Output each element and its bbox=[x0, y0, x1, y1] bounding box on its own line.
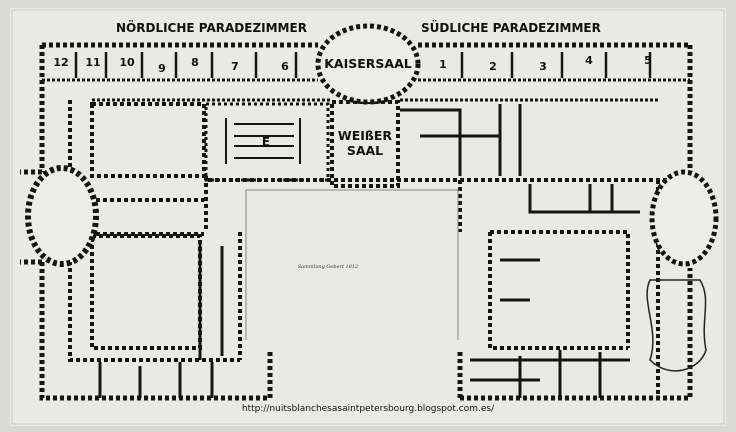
north-room-number: 7 bbox=[231, 60, 239, 73]
kaisersaal-oval bbox=[315, 23, 421, 105]
north-room-number: 8 bbox=[191, 56, 199, 69]
weisser-saal-label-2: SAAL bbox=[347, 143, 383, 158]
heading-south-parade-rooms: SÜDLICHE PARADEZIMMER bbox=[421, 20, 601, 35]
walls bbox=[20, 42, 693, 401]
west-oval-room bbox=[25, 165, 99, 267]
east-oval-room bbox=[649, 169, 719, 267]
south-room-number: 2 bbox=[489, 60, 497, 73]
south-room-number: 3 bbox=[539, 60, 547, 73]
plan-signature: Sammlung Gebert 1812 bbox=[298, 264, 359, 270]
heading-north-parade-rooms: NÖRDLICHE PARADEZIMMER bbox=[116, 20, 307, 35]
north-room-number: 12 bbox=[53, 56, 68, 69]
south-room-number: 4 bbox=[585, 54, 593, 67]
kaisersaal-label: KAISERSAAL bbox=[324, 56, 412, 71]
source-url: http://nuitsblanchesasaintpetersbourg.bl… bbox=[242, 404, 495, 414]
south-room-number: 1 bbox=[439, 58, 447, 71]
hall-e-label: E bbox=[262, 135, 270, 149]
north-room-number: 11 bbox=[85, 56, 100, 69]
weisser-saal-label-1: WEIßER bbox=[338, 128, 393, 143]
south-room-number: 5 bbox=[644, 54, 652, 67]
north-room-number: 6 bbox=[281, 60, 289, 73]
north-room-number: 10 bbox=[119, 56, 135, 69]
north-room-number: 9 bbox=[158, 62, 166, 75]
east-court-outline bbox=[646, 279, 707, 372]
